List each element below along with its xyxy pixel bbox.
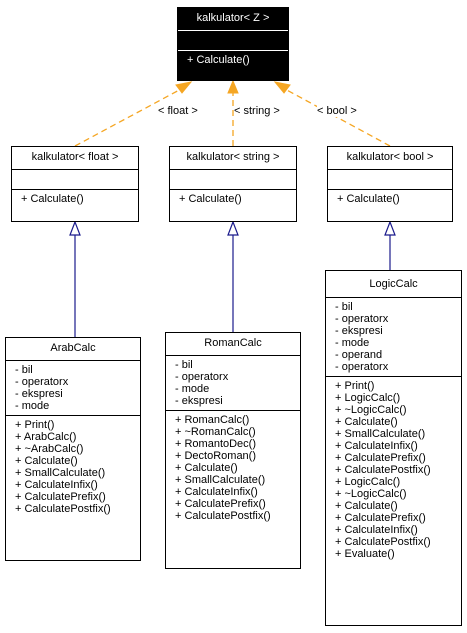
method: + SmallCalculate() — [335, 428, 426, 440]
methods-section: + Print() + ArabCalc() + ~ArabCalc() + C… — [6, 416, 140, 518]
attributes-section: - bil - operatorx - ekspresi - mode — [6, 361, 140, 416]
methods-section: + RomanCalc() + ~RomanCalc() + RomantoDe… — [166, 411, 300, 525]
methods-section: + Calculate() — [178, 51, 288, 69]
class-romancalc[interactable]: RomanCalc - bil - operatorx - mode - eks… — [165, 332, 301, 569]
attributes-section — [328, 170, 452, 190]
method: + ~LogicCalc() — [335, 404, 407, 416]
method: + Calculate() — [335, 416, 398, 428]
class-title: RomanCalc — [166, 333, 300, 356]
method: + CalculatePrefix() — [335, 452, 426, 464]
method: + CalculateInfix() — [335, 440, 418, 452]
methods-section: + Calculate() — [12, 190, 138, 208]
inherit-arrowhead-bool — [384, 220, 396, 236]
method: + CalculateInfix() — [15, 479, 98, 491]
edge-float-to-template — [74, 87, 184, 147]
edge-label-float: < float > — [158, 105, 198, 117]
method: + Calculate() — [179, 193, 242, 205]
class-kalkulator-float[interactable]: kalkulator< float > + Calculate() — [11, 146, 139, 222]
template-bind-edges — [74, 87, 391, 147]
method: + CalculateInfix() — [335, 524, 418, 536]
method: + SmallCalculate() — [15, 467, 106, 479]
attribute: - operatorx — [335, 313, 389, 325]
class-title: ArabCalc — [6, 338, 140, 361]
method: + Calculate() — [187, 54, 250, 66]
method: + ~RomanCalc() — [175, 426, 256, 438]
attribute: - operand — [335, 349, 383, 361]
attribute: - mode — [335, 337, 370, 349]
method: + Calculate() — [337, 193, 400, 205]
class-title: LogicCalc — [326, 271, 461, 298]
attributes-section: - bil - operatorx - ekspresi - mode - op… — [326, 298, 461, 377]
method: + CalculatePrefix() — [175, 498, 266, 510]
edge-label-bool: < bool > — [317, 105, 357, 117]
arrowhead-string — [227, 79, 239, 94]
method: + Calculate() — [21, 193, 84, 205]
methods-section: + Print() + LogicCalc() + ~LogicCalc() +… — [326, 377, 461, 563]
class-arabcalc[interactable]: ArabCalc - bil - operatorx - ekspresi - … — [5, 337, 141, 561]
method: + Print() — [15, 419, 55, 431]
inheritance-edges — [74, 235, 391, 337]
attribute: - operatorx — [15, 376, 69, 388]
attribute: - bil — [335, 301, 353, 313]
method: + ~ArabCalc() — [15, 443, 84, 455]
method: + Calculate() — [175, 462, 238, 474]
method: + Calculate() — [335, 500, 398, 512]
class-title: kalkulator< Z > — [178, 8, 288, 31]
edge-bool-to-template — [282, 87, 391, 147]
edge-label-string: < string > — [234, 105, 280, 117]
attribute: - operatorx — [335, 361, 389, 373]
method: + ArabCalc() — [15, 431, 77, 443]
method: + CalculatePostfix() — [335, 464, 431, 476]
class-title: kalkulator< string > — [170, 147, 296, 170]
method: + RomantoDec() — [175, 438, 257, 450]
attribute: - ekspresi — [15, 388, 63, 400]
attribute: - ekspresi — [335, 325, 383, 337]
methods-section: + Calculate() — [328, 190, 452, 208]
class-kalkulator-bool[interactable]: kalkulator< bool > + Calculate() — [327, 146, 453, 222]
method: + CalculatePostfix() — [175, 510, 271, 522]
attribute: - mode — [15, 400, 50, 412]
methods-section: + Calculate() — [170, 190, 296, 208]
arrowhead-bool — [273, 81, 291, 94]
inherit-arrowhead-float — [69, 220, 81, 236]
method: + ~LogicCalc() — [335, 488, 407, 500]
class-title: kalkulator< float > — [12, 147, 138, 170]
attribute: - bil — [15, 364, 33, 376]
method: + LogicCalc() — [335, 476, 401, 488]
attributes-section: - bil - operatorx - mode - ekspresi — [166, 356, 300, 411]
class-kalkulator-string[interactable]: kalkulator< string > + Calculate() — [169, 146, 297, 222]
attribute: - mode — [175, 383, 210, 395]
method: + DectoRoman() — [175, 450, 257, 462]
method: + Calculate() — [15, 455, 78, 467]
method: + RomanCalc() — [175, 414, 250, 426]
method: + CalculateInfix() — [175, 486, 258, 498]
class-logiccalc[interactable]: LogicCalc - bil - operatorx - ekspresi -… — [325, 270, 462, 626]
class-title: kalkulator< bool > — [328, 147, 452, 170]
method: + LogicCalc() — [335, 392, 401, 404]
method: + CalculatePostfix() — [335, 536, 431, 548]
method: + Evaluate() — [335, 548, 395, 560]
method: + CalculatePrefix() — [335, 512, 426, 524]
method: + CalculatePrefix() — [15, 491, 106, 503]
attributes-section — [12, 170, 138, 190]
method: + CalculatePostfix() — [15, 503, 111, 515]
attribute: - bil — [175, 359, 193, 371]
method: + SmallCalculate() — [175, 474, 266, 486]
attributes-section — [178, 31, 288, 51]
class-kalkulator-z[interactable]: kalkulator< Z > + Calculate() — [177, 7, 289, 81]
arrowhead-float — [175, 81, 193, 94]
inherit-arrowhead-string — [227, 220, 239, 236]
method: + Print() — [335, 380, 375, 392]
attributes-section — [170, 170, 296, 190]
attribute: - ekspresi — [175, 395, 223, 407]
attribute: - operatorx — [175, 371, 229, 383]
